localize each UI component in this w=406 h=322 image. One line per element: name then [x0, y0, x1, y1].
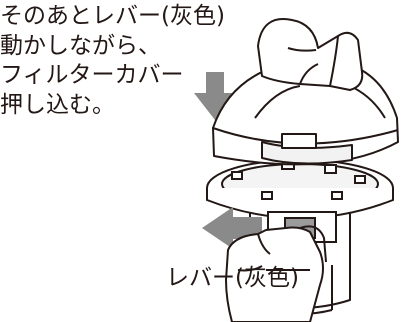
- base-ring: [206, 159, 394, 219]
- instruction-line-2: 動かしながら、: [0, 32, 161, 59]
- upper-hand: [257, 18, 364, 91]
- lever-callout-label: レバー(灰色): [166, 265, 299, 291]
- instruction-line-1: そのあとレバー(灰色): [0, 3, 225, 29]
- instruction-line-4: 押し込む。: [0, 91, 115, 118]
- instruction-text: そのあとレバー(灰色) 動かしながら、 フィルターカバー 押し込む。: [0, 2, 225, 120]
- lower-hand: [225, 225, 327, 322]
- down-arrow: [194, 72, 236, 120]
- instruction-line-3: フィルターカバー: [0, 62, 184, 88]
